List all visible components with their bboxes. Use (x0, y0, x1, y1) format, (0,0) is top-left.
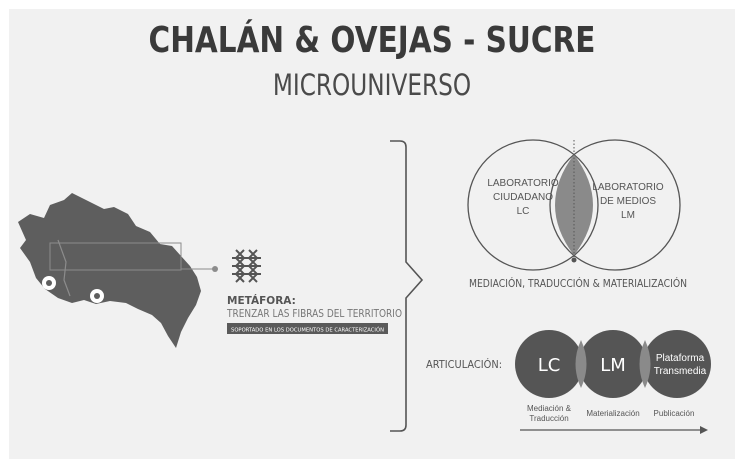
location-marker-inner (94, 293, 100, 299)
step-mediacion-line-1: Mediación & (527, 404, 572, 413)
venn-diagram: LABORATORIO CIUDADANO LC LABORATORIO DE … (467, 139, 687, 290)
venn-circle-lc (467, 139, 599, 271)
circle-transmedia-label-1: Plataforma (656, 353, 705, 364)
venn-left-line-3: LC (517, 206, 530, 217)
circle-transmedia-label-2: Transmedia (654, 366, 707, 377)
page-title: CHALÁN & OVEJAS - SUCRE (148, 20, 596, 61)
venn-left-line-2: CIUDADANO (493, 192, 553, 203)
circle-lm (579, 330, 647, 398)
connector-dot (212, 266, 218, 272)
venn-circle-lm (549, 139, 681, 271)
curly-brace (390, 140, 424, 432)
venn-axis-dot (571, 257, 577, 263)
location-marker-inner (46, 280, 52, 286)
venn-right-line-3: LM (621, 210, 635, 221)
map-highlight-frame (49, 242, 182, 271)
metaphor-note-bar (227, 323, 388, 334)
overlap-lc-lm-lens (575, 340, 587, 388)
step-materializacion: Materialización (586, 409, 639, 418)
venn-left-line-1: LABORATORIO (487, 178, 559, 189)
venn-right-line-1: LABORATORIO (592, 182, 664, 193)
metaphor-text: TRENZAR LAS FIBRAS DEL TERRITORIO (226, 308, 402, 320)
venn-caption: MEDIACIÓN, TRADUCCIÓN & MATERIALIZACIÓN (469, 277, 687, 290)
step-publicacion: Publicación (654, 409, 695, 418)
map-border-line (57, 239, 71, 297)
process-arrow-head (700, 426, 708, 434)
page-subtitle: MICROUNIVERSO (272, 68, 472, 102)
venn-right-line-2: DE MEDIOS (600, 196, 656, 207)
articulation-label: ARTICULACIÓN: (426, 358, 502, 371)
venn-intersection (555, 154, 593, 256)
circle-transmedia (643, 330, 711, 398)
metaphor-note: SOPORTADO EN LOS DOCUMENTOS DE CARACTERI… (231, 327, 384, 334)
circle-lc (515, 330, 583, 398)
articulation-chain: ARTICULACIÓN: LC LM Plataforma Transmedi… (426, 330, 711, 434)
circle-lc-label: LC (538, 355, 561, 376)
step-mediacion-line-2: Traducción (529, 414, 568, 423)
weave-icon (232, 249, 261, 283)
metaphor-label: METÁFORA: (227, 294, 296, 307)
territory-map (18, 193, 218, 348)
circle-lm-label: LM (600, 355, 626, 376)
overlap-lm-transmedia (639, 340, 651, 388)
